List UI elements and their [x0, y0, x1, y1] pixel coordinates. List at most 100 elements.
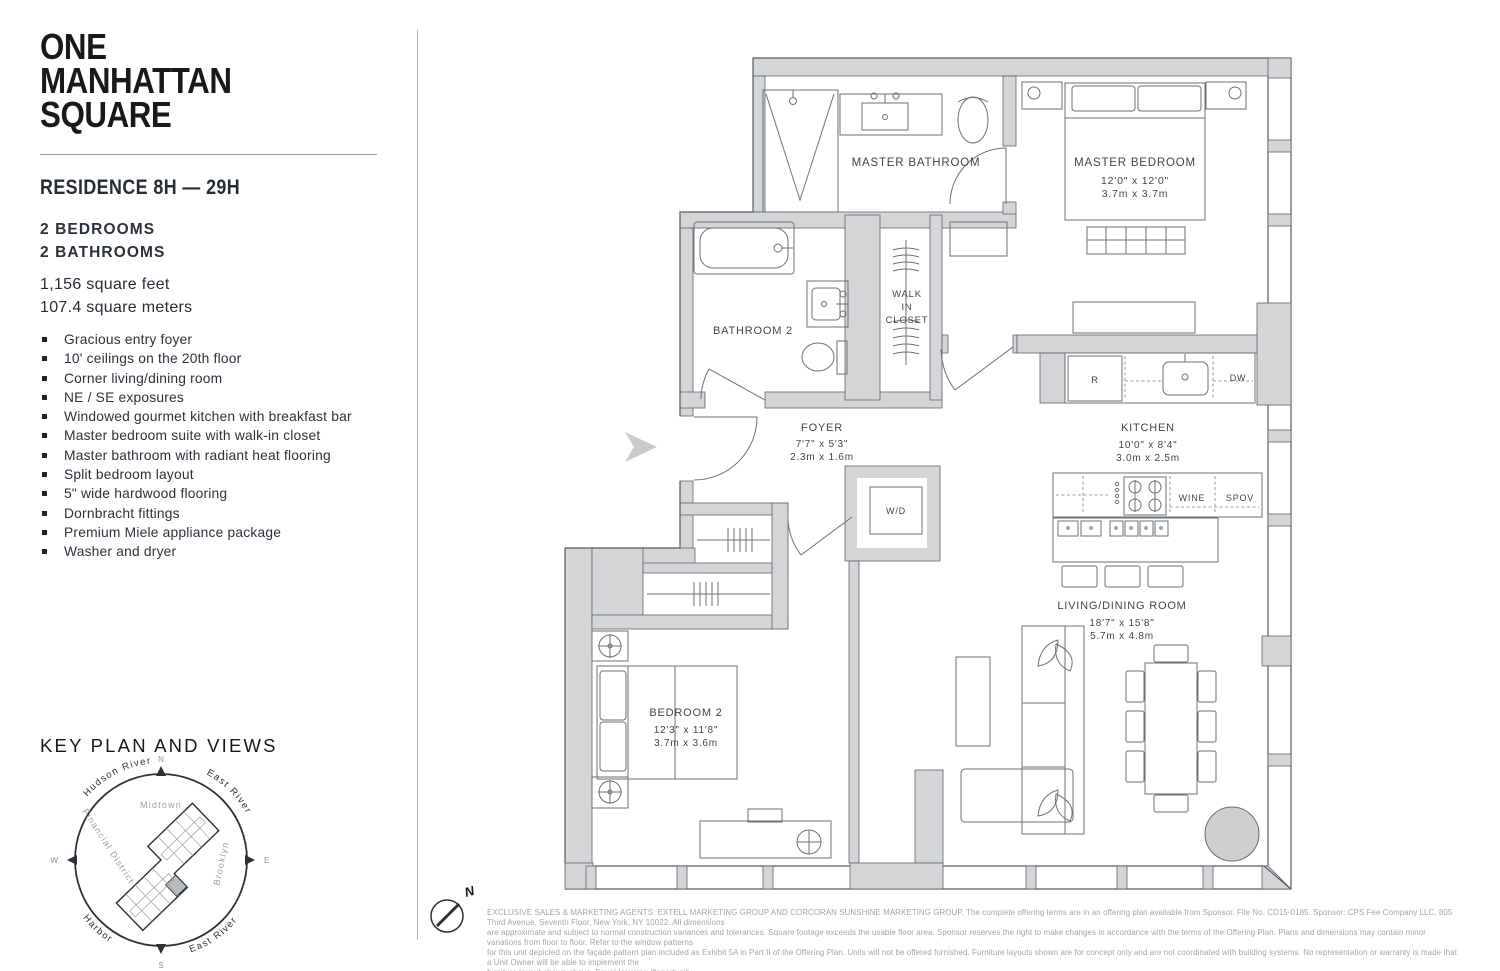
feature-item: Gracious entry foyer — [40, 332, 352, 351]
area-square-feet: 1,156 square feet — [40, 276, 170, 293]
key-plan-east-label: E — [264, 856, 269, 865]
disclaimer-line: are approximate and subject to normal co… — [487, 927, 1426, 947]
nightstand-left — [1021, 81, 1063, 110]
bullet-icon — [42, 394, 47, 400]
brand-line-1: ONE — [40, 26, 107, 67]
disclaimer-line: for this unit depicted on the façade pat… — [487, 947, 1457, 967]
side-table — [949, 221, 1008, 257]
feature-item: 5" wide hardwood flooring — [40, 486, 352, 505]
master-bed — [1064, 82, 1206, 221]
foyer-label: FOYER — [801, 422, 843, 434]
window-walls — [564, 57, 1292, 890]
bed-2 — [596, 665, 738, 780]
nightstand-b2-top — [591, 630, 629, 662]
feature-item: Premium Miele appliance package — [40, 525, 352, 544]
bathroom-2-fixtures — [693, 221, 849, 375]
west-tick-icon — [67, 855, 77, 865]
living-dining-furniture — [955, 625, 1260, 862]
feature-item: Split bedroom layout — [40, 467, 352, 486]
dresser — [1072, 301, 1196, 334]
dishwasher-label: DW — [1230, 373, 1247, 383]
brand-line-2: MANHATTAN — [40, 60, 232, 101]
bedroom-2-dims-m: 3.7m x 3.6m — [654, 738, 718, 749]
entry-door — [693, 416, 758, 481]
disclaimer-line: EXCLUSIVE SALES & MARKETING AGENTS: EXTE… — [487, 908, 1453, 927]
master-bedroom-door — [940, 346, 1014, 391]
residence-title: RESIDENCE 8H — 29H — [40, 176, 241, 199]
bottom-wall-mullions — [564, 862, 1214, 890]
feature-item: Dornbracht fittings — [40, 506, 352, 525]
master-bedroom-dims-m: 3.7m x 3.7m — [1102, 188, 1169, 200]
brand-logo: ONE MANHATTAN SQUARE — [40, 26, 232, 135]
bed-bench — [1086, 226, 1186, 255]
bedrooms-count: 2 BEDROOMS — [40, 221, 156, 238]
bar-stools — [1061, 565, 1184, 588]
panel-divider-line — [417, 30, 418, 940]
tv-console — [955, 656, 991, 747]
master-bedroom-dims-ft: 12'0" x 12'0" — [1101, 175, 1169, 187]
bedroom-2-dims-ft: 12'3" x 11'8" — [654, 725, 719, 736]
master-bathroom-fixtures — [762, 89, 989, 213]
bullet-icon — [42, 433, 47, 439]
key-plan-south-label: S — [158, 961, 163, 970]
washer-dryer-label: W/D — [886, 506, 906, 516]
master-bathroom-label: MASTER BATHROOM — [852, 157, 981, 169]
refrigerator-label: R — [1091, 375, 1099, 386]
bullet-icon — [42, 356, 47, 362]
header-divider — [40, 154, 377, 155]
nightstand-b2-bottom — [591, 776, 629, 809]
dining-table — [1125, 644, 1217, 813]
entry-arrow-icon — [625, 432, 657, 462]
walk-in-closet-label-3: CLOSET — [886, 315, 929, 326]
hall-closets — [647, 528, 770, 606]
south-tick-icon — [156, 944, 166, 954]
living-dining-dims-m: 5.7m x 4.8m — [1090, 631, 1154, 642]
bullet-icon — [42, 549, 47, 555]
master-bedroom-label: MASTER BEDROOM — [1074, 157, 1196, 169]
cooktop — [1114, 476, 1167, 516]
midtown-label: Midtown — [140, 800, 182, 810]
feature-item: Corner living/dining room — [40, 371, 352, 390]
sectional-sofa — [960, 625, 1085, 835]
bathroom-2-label: BATHROOM 2 — [713, 325, 793, 337]
bullet-icon — [42, 414, 47, 420]
feature-item: Master bathroom with radiant heat floori… — [40, 448, 352, 467]
wine-fridge-label: WINE — [1179, 493, 1206, 503]
disclaimer-line: furniture layout shown above. Equal Hous… — [487, 968, 1462, 971]
north-compass-icon: N — [430, 883, 476, 933]
area-square-meters: 107.4 square meters — [40, 299, 193, 316]
feature-item: Master bedroom suite with walk-in closet — [40, 428, 352, 447]
brand-line-3: SQUARE — [40, 94, 172, 135]
shower — [762, 89, 839, 213]
north-tick-icon — [156, 766, 166, 776]
bullet-icon — [42, 375, 47, 381]
kitchen-counter-bottom — [1052, 472, 1263, 518]
doors — [693, 147, 1014, 556]
speed-oven-label: SPOV — [1226, 493, 1254, 503]
highlighted-unit — [164, 874, 188, 897]
walk-in-closet-rod — [892, 240, 920, 365]
vanity-2 — [806, 280, 849, 328]
right-wall-mullions — [1256, 57, 1292, 890]
refrigerator — [1067, 355, 1123, 402]
walk-in-closet-label-1: WALK — [892, 289, 922, 300]
building-footprint — [115, 802, 220, 932]
bullet-icon — [42, 452, 47, 458]
bedroom-2-furniture — [591, 630, 832, 859]
nightstand-right — [1205, 81, 1247, 110]
legal-disclaimer: EXCLUSIVE SALES & MARKETING AGENTS: EXTE… — [487, 908, 1462, 971]
key-plan-heading: KEY PLAN AND VIEWS — [40, 735, 278, 756]
bullet-icon — [42, 337, 47, 342]
foyer-dims-ft: 7'7" x 5'3" — [796, 439, 849, 450]
feature-item: Washer and dryer — [40, 544, 352, 563]
toilet-2 — [801, 340, 848, 375]
feature-item: NE / SE exposures — [40, 390, 352, 409]
feature-item: 10' ceilings on the 20th floor — [40, 351, 352, 370]
bedroom-2-label: BEDROOM 2 — [649, 707, 722, 719]
living-dining-label: LIVING/DINING ROOM — [1057, 600, 1186, 612]
east-tick-icon — [245, 855, 255, 865]
bathroom-2-door — [700, 368, 766, 401]
master-vanity — [839, 92, 943, 136]
structural-column — [1204, 806, 1260, 862]
